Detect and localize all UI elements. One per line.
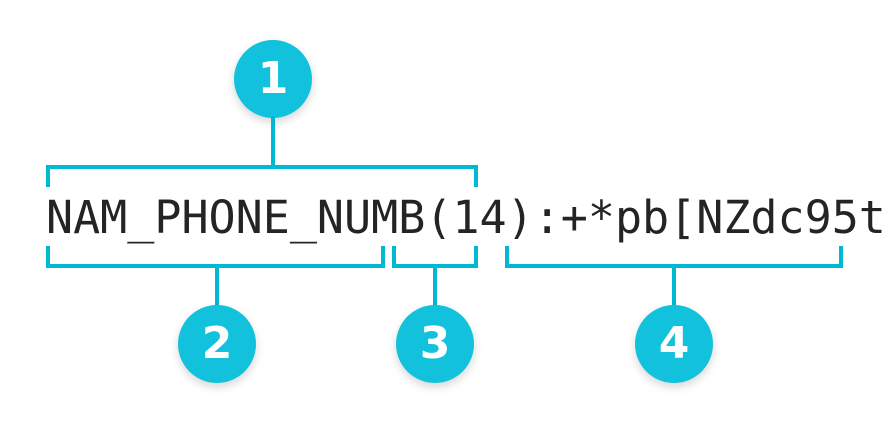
- callout-badge-1: 1: [234, 40, 312, 118]
- callout-badge-3-label: 3: [419, 318, 451, 369]
- callout-1-stem: [271, 116, 275, 167]
- callout-2-stem: [215, 268, 219, 310]
- segment-value: +*pb[NZdc95tLB: [560, 190, 890, 244]
- segment-field-name: NAM_PHONE_NUMB: [46, 190, 426, 244]
- segment-length: (14): [425, 190, 534, 244]
- callout-3-stem: [433, 268, 437, 310]
- bracket-4: [505, 246, 843, 268]
- callout-badge-2: 2: [178, 305, 256, 383]
- callout-badge-4: 4: [635, 305, 713, 383]
- callout-badge-4-label: 4: [658, 318, 690, 369]
- segment-separator: :: [533, 190, 561, 244]
- callout-badge-1-label: 1: [257, 53, 289, 104]
- callout-badge-2-label: 2: [201, 318, 233, 369]
- callout-badge-3: 3: [396, 305, 474, 383]
- bracket-2: [46, 246, 385, 268]
- bracket-1: [46, 165, 478, 187]
- callout-4-stem: [672, 268, 676, 310]
- annotated-string: NAM_PHONE_NUMB(14):+*pb[NZdc95tLB: [46, 186, 890, 248]
- bracket-3: [392, 246, 478, 268]
